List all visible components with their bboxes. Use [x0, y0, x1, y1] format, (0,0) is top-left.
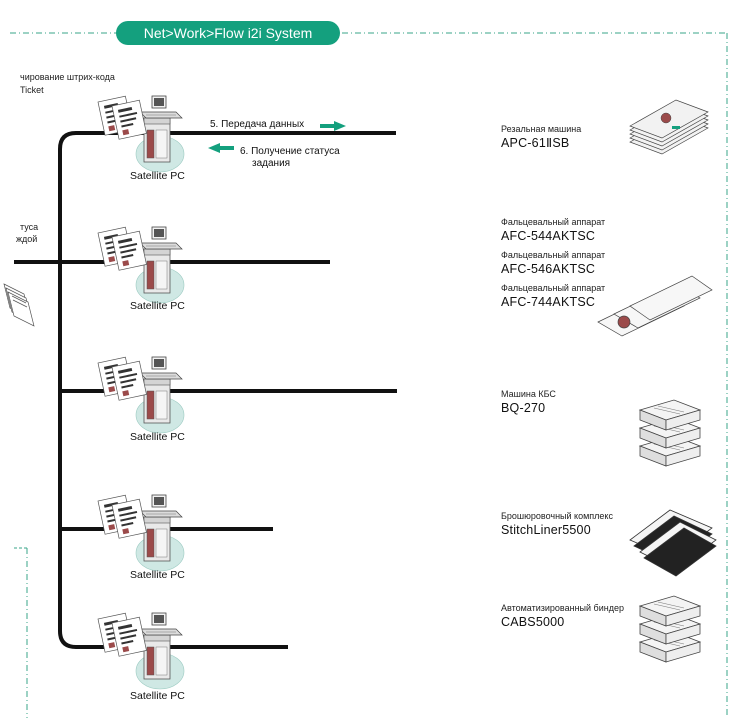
machine-model: StitchLiner5500: [501, 523, 591, 537]
satellite-pc-icon: [97, 226, 185, 304]
send-arrow-icon: [320, 121, 346, 131]
network-bus: [14, 131, 397, 649]
machine-model: APC-61ⅡSB: [501, 136, 570, 150]
station-label: Satellite PC: [130, 170, 185, 182]
machine-type: Автоматизированный биндер: [501, 603, 624, 613]
folded-sheets-icon: [597, 275, 713, 337]
status-label-line1: туса: [20, 222, 39, 232]
machine-model: AFC-546AKTSC: [501, 262, 596, 276]
machine-type: Фальцевальный аппарат: [501, 283, 606, 293]
cutter-paper-stack-icon: [629, 99, 709, 155]
receive-status-label: 6. Получение статуса: [240, 146, 340, 157]
ticket-label: Ticket: [20, 85, 44, 95]
system-boundary: [10, 32, 728, 718]
station-label: Satellite PC: [130, 300, 185, 312]
machine-model: CABS5000: [501, 615, 565, 629]
machine-model: BQ-270: [501, 401, 546, 415]
status-label-line2: ждой: [16, 234, 38, 244]
machine-type: Машина КБС: [501, 389, 556, 399]
send-data-label: 5. Передача данных: [210, 119, 305, 130]
satellite-pc-icon: [97, 494, 185, 572]
machine-model: AFC-544AKTSC: [501, 229, 596, 243]
station-label: Satellite PC: [130, 431, 185, 443]
receive-arrow-icon: [208, 143, 234, 153]
saddle-stitched-booklets-icon: [629, 509, 717, 577]
station-label: Satellite PC: [130, 690, 185, 702]
receive-status-label-line2: задания: [252, 158, 291, 169]
book-stack-icon: [639, 595, 701, 663]
machine-model: AFC-744AKTSC: [501, 295, 596, 309]
satellite-pc-icon: [97, 356, 185, 434]
machine-type: Фальцевальный аппарат: [501, 217, 606, 227]
perfect-bound-books-icon: [639, 399, 701, 467]
paper-stack-icon: [3, 283, 35, 327]
machine-type: Фальцевальный аппарат: [501, 250, 606, 260]
system-banner: [116, 21, 340, 45]
machine-type: Резальная машина: [501, 124, 582, 134]
station-label: Satellite PC: [130, 569, 185, 581]
satellite-pc-icon: [97, 612, 185, 690]
banner-title: Net>Work>Flow i2i System: [143, 25, 313, 41]
machine-type: Брошюровочный комплекс: [501, 511, 613, 521]
barcode-label: чирование штрих-кода: [20, 72, 115, 82]
